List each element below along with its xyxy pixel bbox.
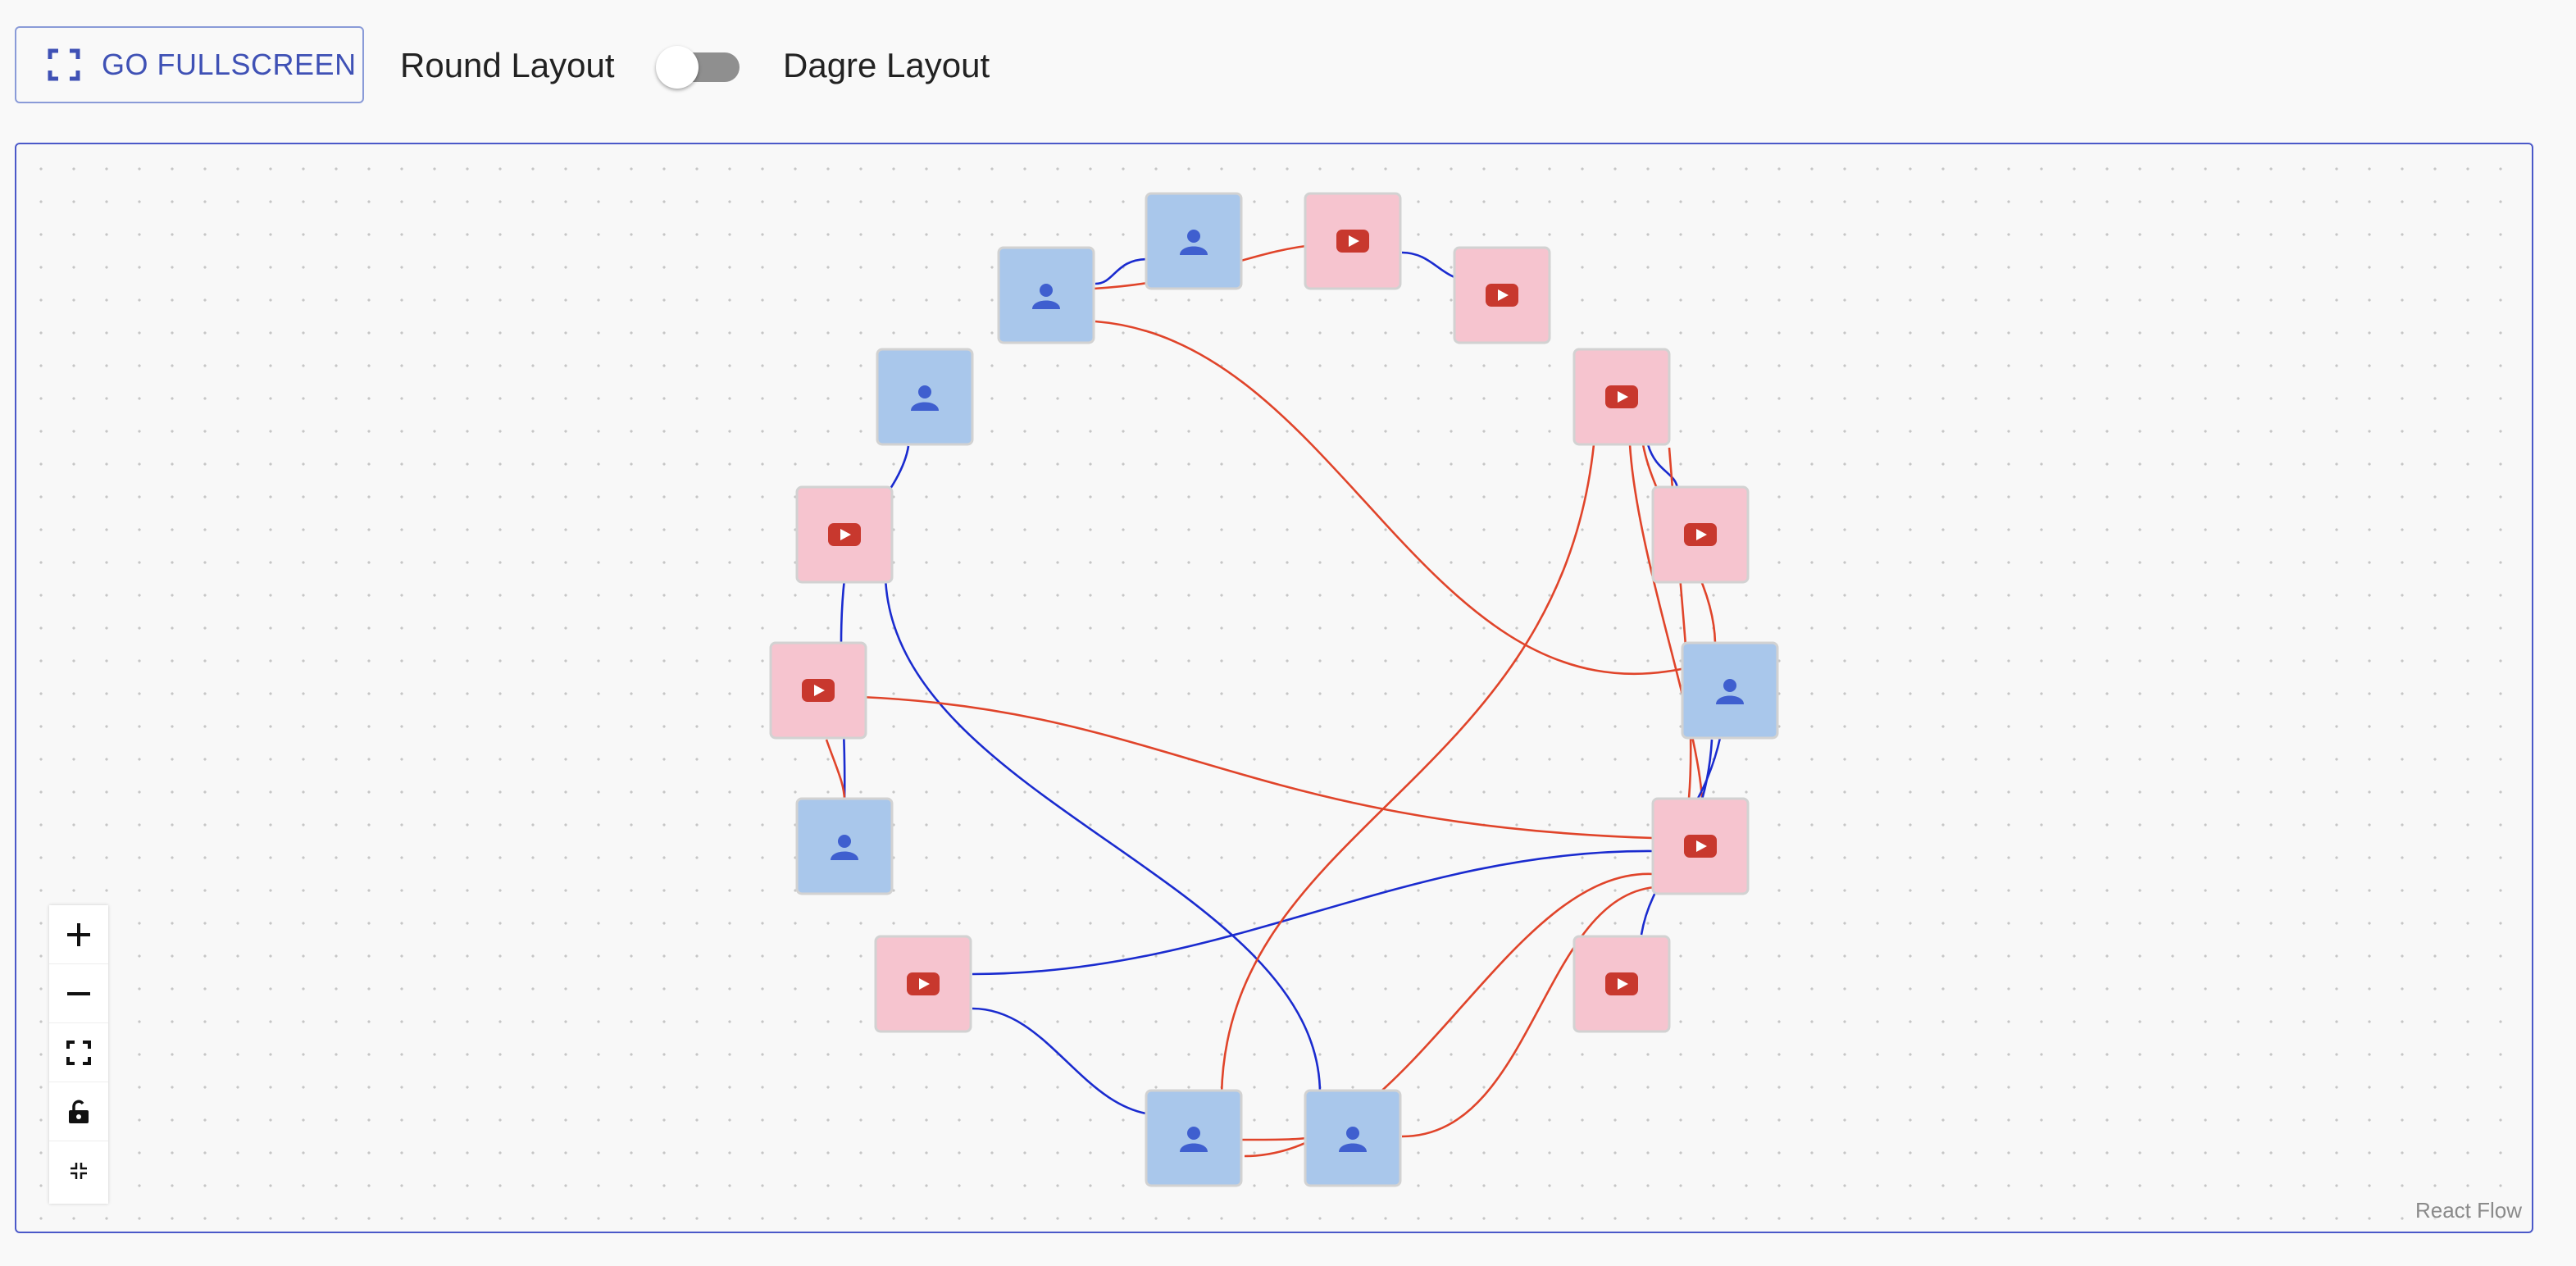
graph-edge[interactable] [1240,1136,1306,1141]
user-icon [1180,230,1208,255]
minimize-icon [71,1163,87,1179]
graph-edge[interactable] [1401,886,1655,1138]
user-node[interactable] [1145,1089,1243,1187]
video-node[interactable] [1651,485,1750,584]
video-icon [1684,523,1717,546]
video-node[interactable] [1572,348,1671,446]
video-icon [1684,835,1717,858]
go-fullscreen-button[interactable]: GO FULLSCREEN [15,26,364,103]
fit-view-icon [66,1040,91,1065]
flow-canvas[interactable]: React Flow [15,143,2533,1233]
video-node[interactable] [795,485,894,584]
user-node[interactable] [1304,1089,1402,1187]
lock-button[interactable] [49,1082,108,1141]
video-node[interactable] [1572,935,1671,1033]
zoom-in-button[interactable] [49,905,108,964]
user-icon [1032,284,1060,309]
go-fullscreen-label: GO FULLSCREEN [102,48,357,81]
graph-edge[interactable] [1628,444,1704,799]
react-flow-attribution[interactable]: React Flow [2411,1196,2525,1225]
user-node[interactable] [876,348,974,446]
user-icon [1716,679,1744,704]
graph-edge[interactable] [1220,444,1595,1095]
user-icon [831,835,858,860]
switch-thumb[interactable] [656,46,699,89]
user-node[interactable] [1145,192,1243,290]
fullscreen-icon [48,48,80,81]
graph-edge[interactable] [1095,257,1149,285]
toolbar: GO FULLSCREEN Round Layout Dagre Layout [0,0,2576,131]
graph-edge[interactable] [825,739,846,801]
video-icon [802,679,835,702]
graph-edge[interactable] [972,1007,1160,1117]
zoom-out-button[interactable] [49,964,108,1023]
video-node[interactable] [874,935,972,1033]
graph-edge[interactable] [1646,444,1679,490]
zoom-in-icon [67,922,90,946]
flow-controls [49,905,108,1204]
fit-view-button[interactable] [49,1023,108,1082]
video-icon [1605,385,1638,408]
dagre-layout-label: Dagre Layout [783,46,990,84]
minimize-button[interactable] [49,1141,108,1200]
zoom-out-icon [67,991,90,995]
video-node[interactable] [1304,192,1402,290]
video-icon [1336,230,1369,253]
user-icon [1339,1127,1367,1152]
user-node[interactable] [997,246,1095,344]
layout-toggle-switch[interactable] [656,46,743,89]
lock-icon [69,1100,89,1123]
user-icon [911,385,939,411]
graph-edge[interactable] [860,695,1654,840]
video-node[interactable] [769,641,867,740]
nodes-layer [769,192,1779,1187]
video-icon [907,972,940,995]
round-layout-label: Round Layout [400,46,615,84]
user-icon [1180,1127,1208,1152]
graph-svg [769,192,1779,1187]
graph-edge[interactable] [884,576,1322,1095]
video-node[interactable] [1453,246,1551,344]
graph-edge[interactable] [1095,320,1696,676]
video-icon [1486,284,1518,307]
user-node[interactable] [795,797,894,895]
video-icon [828,523,861,546]
user-node[interactable] [1681,641,1779,740]
graph-edge[interactable] [972,849,1654,976]
video-icon [1605,972,1638,995]
video-node[interactable] [1651,797,1750,895]
